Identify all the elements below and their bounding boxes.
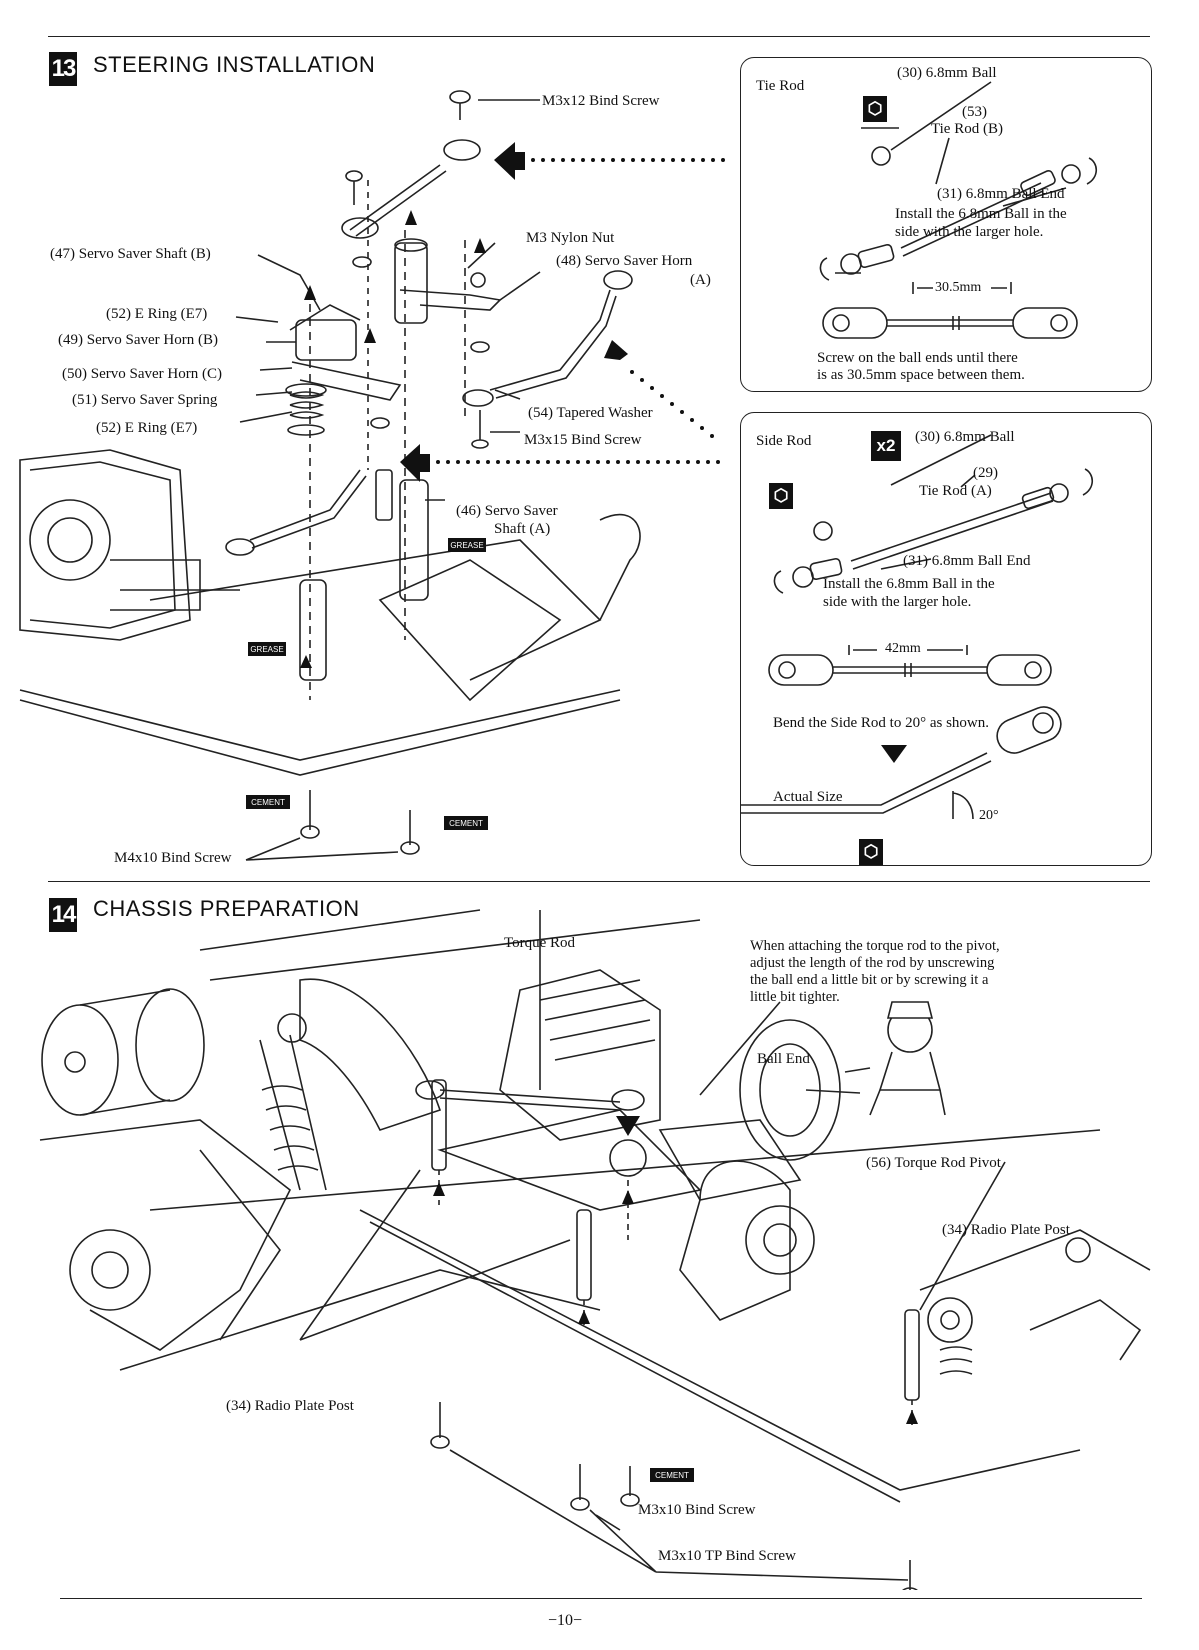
side-rod-title: Side Rod [756, 433, 812, 449]
tie-rod-name-label: Tie Rod (B) [931, 121, 1003, 137]
label-servo-saver-horn-a: (48) Servo Saver Horn [556, 253, 693, 269]
tie-rod-drawing [819, 81, 1098, 339]
hex-wrench-icon-2: ⬡ [769, 483, 793, 509]
side-rod-ball-label: (30) 6.8mm Ball [915, 429, 1015, 445]
section-13-number: 13 [49, 52, 77, 86]
mascot-figure [844, 1001, 946, 1116]
label-servo-saver-horn-b: (49) Servo Saver Horn (B) [58, 332, 218, 348]
label-servo-saver-shaft-b: (47) Servo Saver Shaft (B) [50, 246, 211, 262]
page-number: −10− [548, 1612, 583, 1629]
label-m3x15-screw: M3x15 Bind Screw [524, 432, 642, 448]
label-m3-nylon-nut: M3 Nylon Nut [526, 230, 615, 246]
side-rod-install-line2: side with the larger hole. [823, 594, 972, 610]
grease-tag-2: GREASE [248, 642, 286, 656]
label-e-ring-top: (52) E Ring (E7) [106, 306, 208, 322]
hex-wrench-icon: ⬡ [863, 96, 887, 122]
side-rod-qty-badge: x2 [871, 431, 901, 461]
label-servo-saver-horn-c: (50) Servo Saver Horn (C) [62, 366, 222, 382]
torque-rod-note-line1: When attaching the torque rod to the piv… [750, 938, 1000, 954]
side-rod-actual-size: Actual Size [773, 789, 843, 805]
label-m3x12-screw: M3x12 Bind Screw [542, 93, 660, 109]
torque-rod-note-line2: adjust the length of the rod by unscrewi… [750, 955, 995, 971]
label-radio-plate-post-right: (34) Radio Plate Post [942, 1222, 1070, 1238]
label-m3x10-tp-screw: M3x10 TP Bind Screw [658, 1548, 796, 1564]
section-divider [48, 881, 1150, 882]
side-rod-name-label: Tie Rod (A) [919, 483, 992, 499]
label-servo-saver-horn-a-suffix: (A) [690, 272, 711, 288]
label-m4x10-screw: M4x10 Bind Screw [114, 850, 232, 866]
chassis-diagram [39, 909, 1151, 1590]
label-servo-saver-shaft-a: (46) Servo Saver [456, 503, 558, 519]
label-ball-end: Ball End [757, 1051, 810, 1067]
label-e-ring-bottom: (52) E Ring (E7) [96, 420, 198, 436]
side-rod-dimension: 42mm [885, 641, 921, 656]
label-m3x10-screw: M3x10 Bind Screw [638, 1502, 756, 1518]
tie-rod-install-line2: side with the larger hole. [895, 224, 1044, 240]
tie-rod-install-line1: Install the 6.8mm Ball in the [895, 206, 1067, 222]
cement-tag-3: CEMENT [650, 1468, 694, 1482]
torque-rod-note-line3: the ball end a little bit or by screwing… [750, 972, 989, 988]
tie-rod-ball-label: (30) 6.8mm Ball [897, 65, 997, 81]
label-servo-saver-spring: (51) Servo Saver Spring [72, 392, 218, 408]
side-rod-ball-end-label: (31) 6.8mm Ball End [903, 553, 1031, 569]
tie-rod-screw-line2: is as 30.5mm space between them. [817, 367, 1025, 383]
side-rod-drawing [741, 434, 1094, 820]
section-13-title: STEERING INSTALLATION [93, 52, 376, 77]
label-servo-saver-shaft-a-suffix: Shaft (A) [494, 521, 551, 537]
top-rule [48, 36, 1150, 37]
torque-rod-note-line4: little bit tighter. [750, 989, 840, 1005]
tie-rod-screw-line1: Screw on the ball ends until there [817, 350, 1018, 366]
side-rod-panel: Side Rod x2 (30) 6.8mm Ball (29) Tie Rod… [740, 412, 1152, 866]
side-rod-num-label: (29) [973, 465, 998, 481]
side-rod-angle: 20° [979, 808, 999, 823]
tie-rod-num-label: (53) [962, 104, 987, 120]
label-radio-plate-post-left: (34) Radio Plate Post [226, 1398, 354, 1414]
tie-rod-dimension: 30.5mm [935, 280, 982, 295]
grease-tag-1: GREASE [448, 538, 486, 552]
cement-tag-1: CEMENT [246, 795, 290, 809]
side-rod-bend-note: Bend the Side Rod to 20° as shown. [773, 715, 989, 731]
cement-tag-2: CEMENT [444, 816, 488, 830]
label-torque-rod: Torque Rod [504, 935, 576, 951]
bottom-rule [60, 1598, 1142, 1599]
section-14-title: CHASSIS PREPARATION [93, 896, 360, 921]
side-rod-install-line1: Install the 6.8mm Ball in the [823, 576, 995, 592]
section-14-number: 14 [49, 898, 77, 932]
tie-rod-ball-end-label: (31) 6.8mm Ball End [937, 186, 1065, 202]
label-torque-rod-pivot: (56) Torque Rod Pivot [866, 1155, 1001, 1171]
label-tapered-washer: (54) Tapered Washer [528, 405, 653, 421]
tie-rod-panel: Tie Rod (30) 6.8mm Ball (53) Tie Rod (B)… [740, 57, 1152, 392]
steering-exploded-diagram [19, 90, 725, 861]
tie-rod-title: Tie Rod [756, 78, 805, 94]
hex-wrench-icon-3: ⬡ [859, 839, 883, 865]
